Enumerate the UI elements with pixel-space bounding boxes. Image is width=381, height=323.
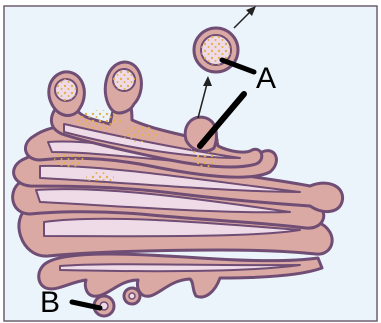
small-vesicle-bottom-right xyxy=(124,288,140,304)
label-a: A xyxy=(256,62,276,95)
label-b: B xyxy=(40,286,60,319)
